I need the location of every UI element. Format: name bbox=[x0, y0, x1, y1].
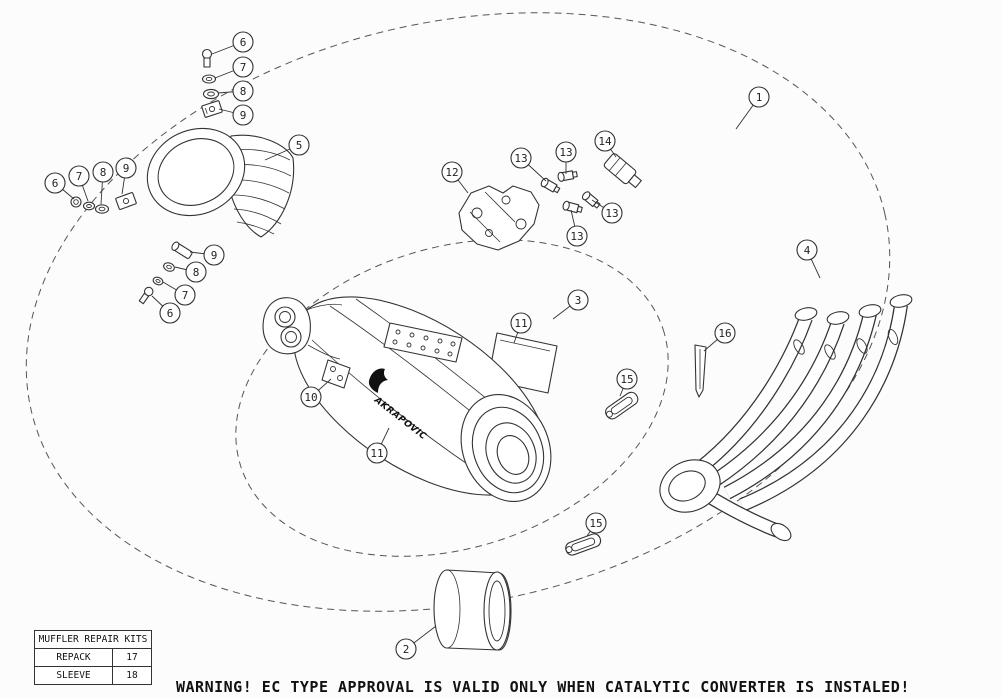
svg-text:8: 8 bbox=[240, 85, 247, 98]
callout-7: 7 bbox=[214, 56, 254, 79]
svg-text:15: 15 bbox=[589, 517, 602, 530]
boundary-outlines bbox=[25, 12, 891, 612]
svg-text:5: 5 bbox=[296, 139, 303, 152]
svg-text:7: 7 bbox=[240, 61, 247, 74]
heat-shield-drawing bbox=[146, 127, 295, 238]
sleeve-drawing bbox=[433, 569, 512, 651]
svg-text:6: 6 bbox=[167, 307, 174, 320]
strip-drawing bbox=[694, 344, 707, 398]
damper-drawing bbox=[603, 153, 642, 189]
callout-11: 11 bbox=[366, 427, 390, 464]
callout-14: 14 bbox=[594, 130, 617, 158]
akrapovic-scorpion-logo bbox=[368, 368, 388, 393]
svg-text:16: 16 bbox=[718, 327, 731, 340]
callout-13: 13 bbox=[510, 147, 547, 182]
muffler-repair-kits-table: MUFFLER REPAIR KITS REPACK 17 SLEEVE 18 bbox=[34, 630, 152, 685]
svg-text:8: 8 bbox=[100, 166, 107, 179]
callout-8: 8 bbox=[174, 261, 207, 283]
svg-text:10: 10 bbox=[304, 391, 317, 404]
bolt-set-drawing bbox=[540, 170, 601, 214]
svg-text:11: 11 bbox=[370, 447, 383, 460]
svg-text:8: 8 bbox=[193, 266, 200, 279]
table-row-name: SLEEVE bbox=[35, 667, 113, 684]
callout-8: 8 bbox=[92, 161, 114, 205]
svg-text:4: 4 bbox=[804, 244, 811, 257]
callout-6: 6 bbox=[211, 31, 254, 55]
svg-text:13: 13 bbox=[514, 152, 527, 165]
callout-9: 9 bbox=[218, 104, 254, 126]
callout-13: 13 bbox=[566, 209, 588, 247]
table-row-value: 18 bbox=[126, 670, 138, 681]
svg-text:13: 13 bbox=[570, 230, 583, 243]
callout-6: 6 bbox=[151, 295, 181, 324]
svg-text:7: 7 bbox=[182, 289, 189, 302]
fastener-set-top bbox=[201, 48, 223, 118]
bracket-drawing bbox=[458, 185, 540, 251]
fastener-set-mid bbox=[138, 241, 193, 305]
callout-6: 6 bbox=[44, 172, 75, 200]
svg-text:9: 9 bbox=[211, 249, 218, 262]
svg-text:13: 13 bbox=[559, 146, 572, 159]
svg-text:13: 13 bbox=[605, 207, 618, 220]
callout-10: 10 bbox=[300, 378, 332, 408]
callout-15: 15 bbox=[616, 368, 638, 397]
callout-3: 3 bbox=[552, 289, 589, 320]
table-row-name: REPACK bbox=[35, 649, 113, 666]
callout-12: 12 bbox=[441, 161, 469, 194]
table-row: REPACK 17 bbox=[35, 649, 151, 667]
fastener-set-left bbox=[70, 192, 137, 214]
svg-text:1: 1 bbox=[756, 91, 763, 104]
table-row: SLEEVE 18 bbox=[35, 667, 151, 684]
clamp-lower-drawing bbox=[565, 533, 602, 556]
callout-9: 9 bbox=[189, 244, 225, 266]
callout-7: 7 bbox=[68, 165, 90, 202]
svg-text:3: 3 bbox=[575, 294, 582, 307]
svg-text:14: 14 bbox=[598, 135, 612, 148]
callout-5: 5 bbox=[264, 134, 310, 161]
callout-4: 4 bbox=[796, 239, 821, 279]
svg-text:6: 6 bbox=[52, 177, 59, 190]
callout-2: 2 bbox=[395, 625, 437, 660]
clamp-upper-drawing bbox=[605, 391, 639, 420]
callout-8: 8 bbox=[217, 80, 254, 102]
callout-11: 11 bbox=[510, 312, 532, 344]
table-row-value: 17 bbox=[126, 652, 138, 663]
header-pipes-drawing bbox=[659, 294, 913, 542]
svg-text:7: 7 bbox=[76, 170, 83, 183]
callout-15: 15 bbox=[585, 512, 607, 537]
svg-text:2: 2 bbox=[403, 643, 410, 656]
svg-text:12: 12 bbox=[445, 166, 458, 179]
callout-1: 1 bbox=[735, 86, 770, 130]
svg-text:6: 6 bbox=[240, 36, 247, 49]
callout-13: 13 bbox=[591, 199, 623, 224]
warning-text: WARNING! EC TYPE APPROVAL IS VALID ONLY … bbox=[176, 678, 910, 696]
muffler-drawing: AKRAPOVIC bbox=[262, 296, 558, 503]
svg-text:9: 9 bbox=[240, 109, 247, 122]
svg-text:9: 9 bbox=[123, 162, 130, 175]
svg-text:15: 15 bbox=[620, 373, 633, 386]
callout-9: 9 bbox=[115, 157, 137, 195]
callout-7: 7 bbox=[162, 281, 196, 306]
table-title: MUFFLER REPAIR KITS bbox=[35, 631, 151, 649]
callout-13: 13 bbox=[555, 141, 577, 174]
callout-16: 16 bbox=[703, 322, 736, 352]
svg-text:11: 11 bbox=[514, 317, 527, 330]
